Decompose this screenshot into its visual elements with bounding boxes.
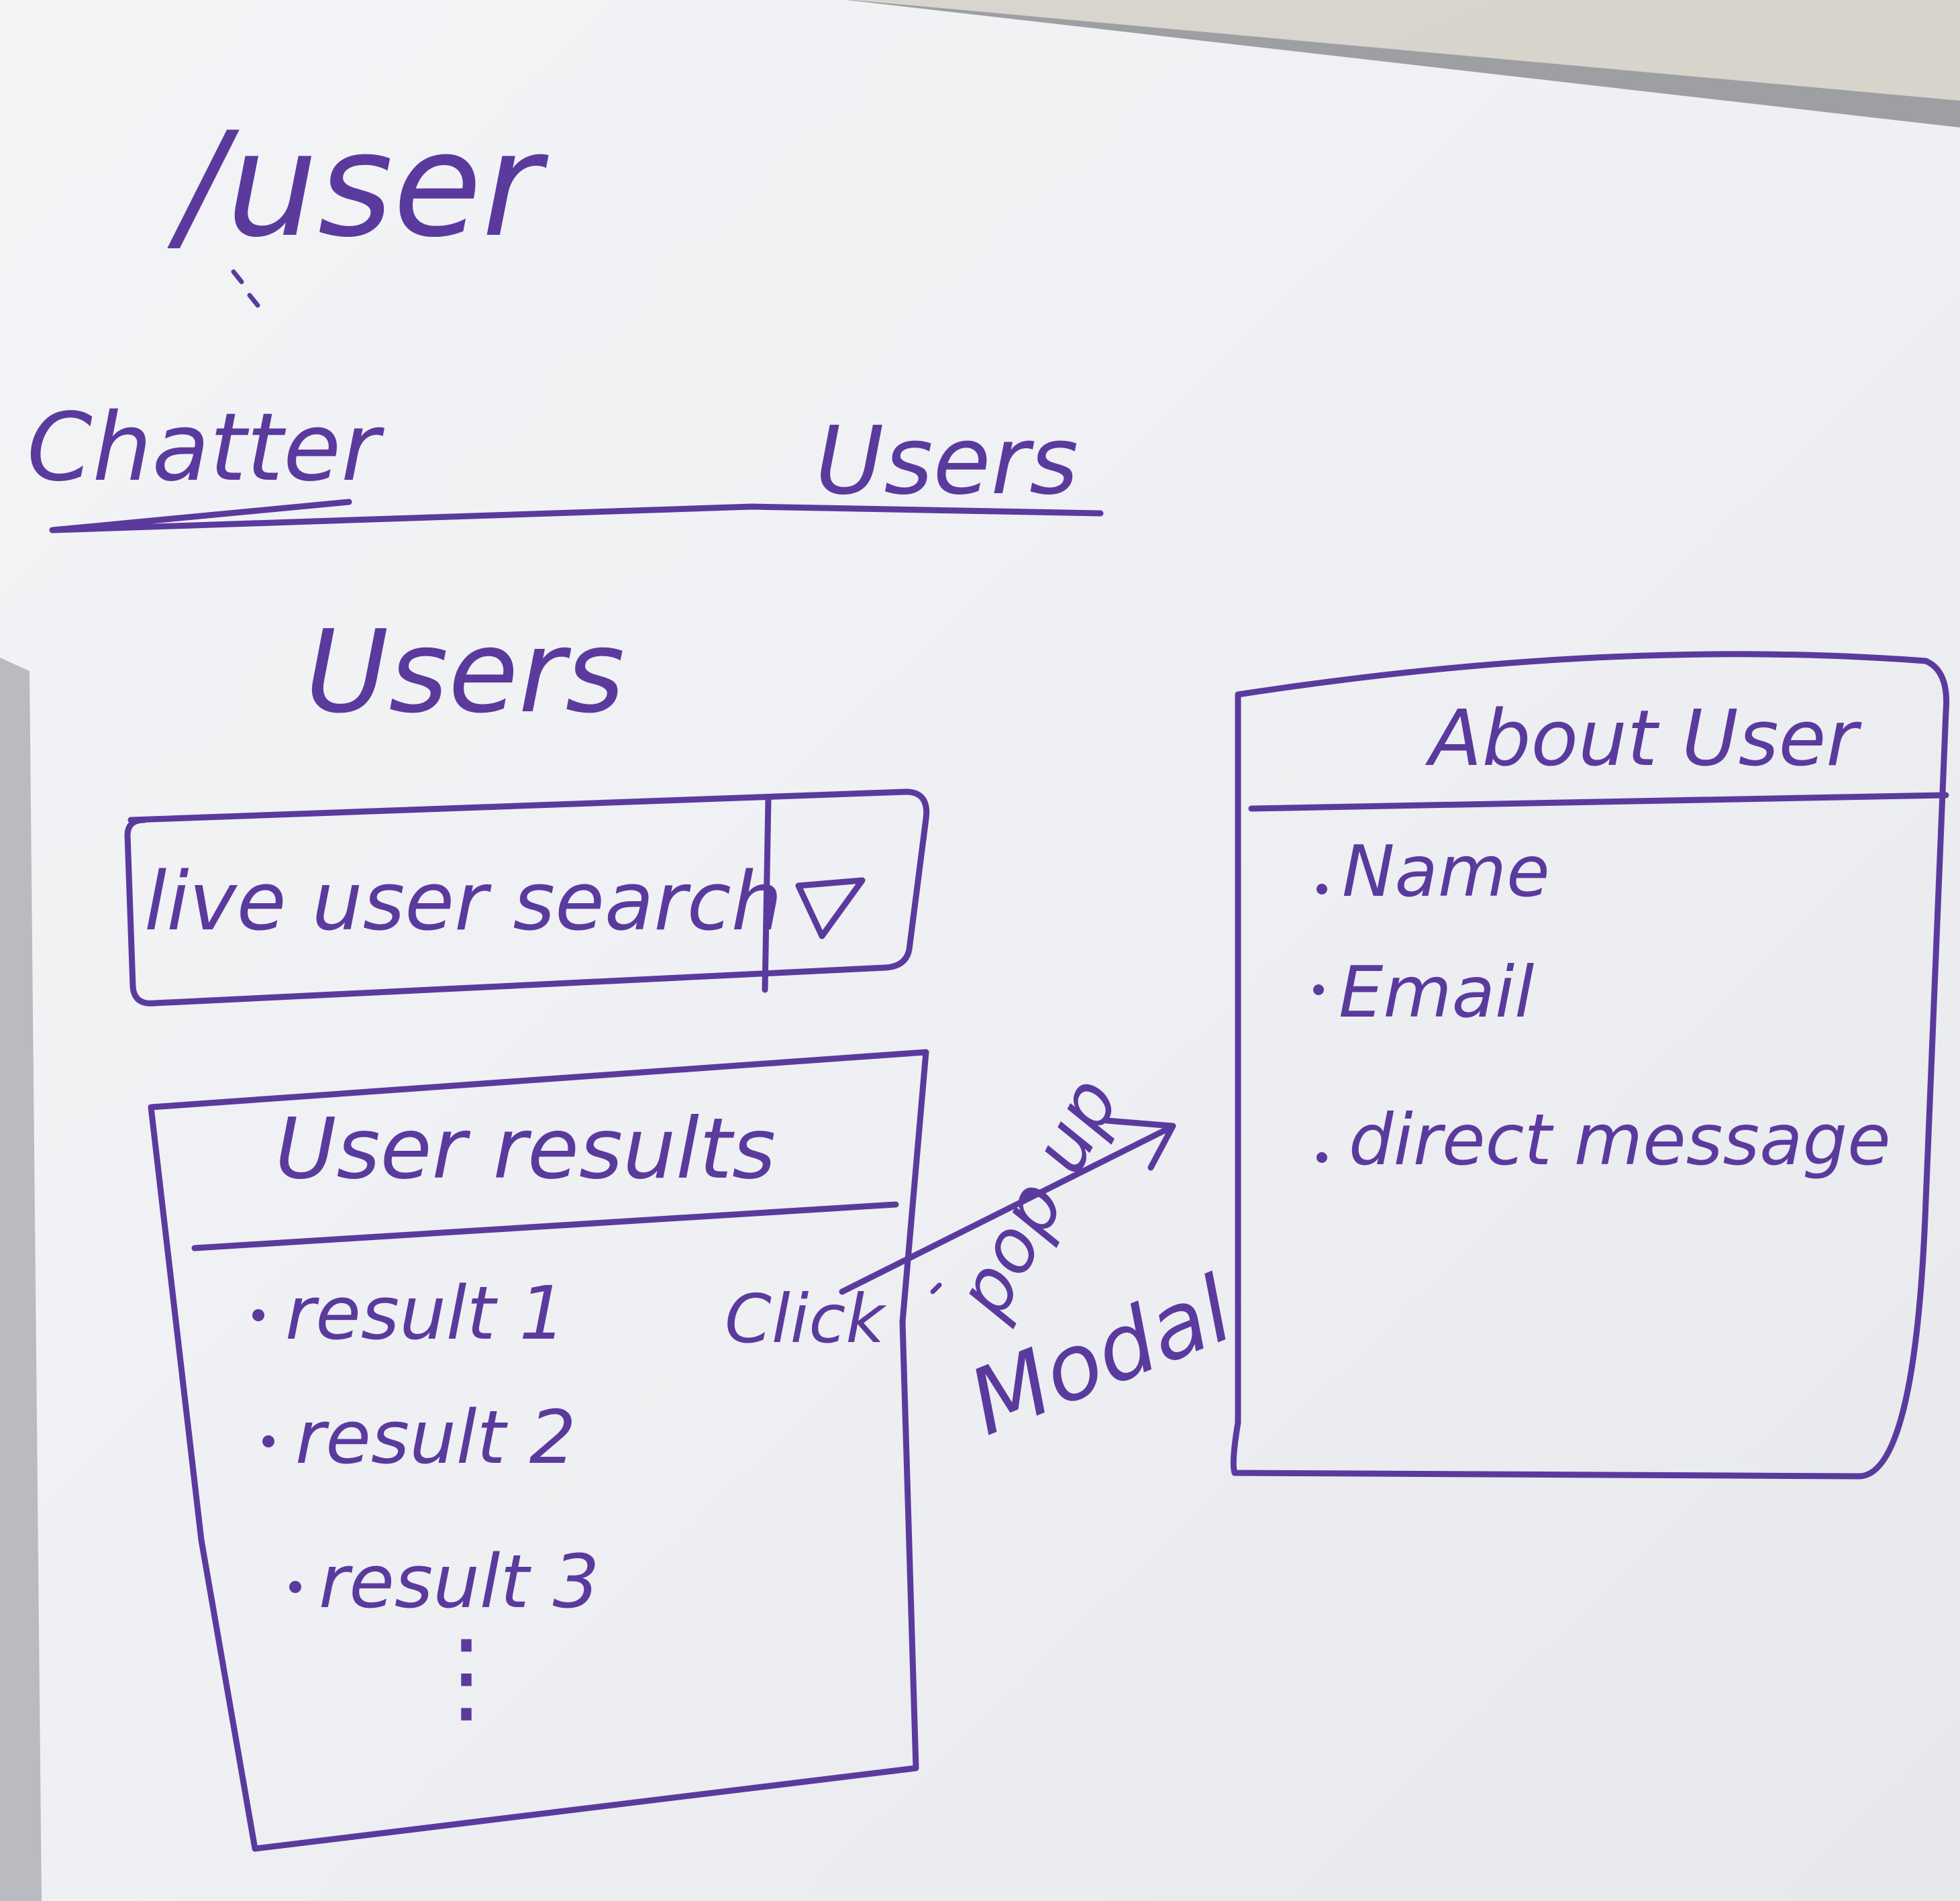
list-bullet xyxy=(1317,884,1327,894)
result-item-2[interactable]: result 2 xyxy=(295,1394,576,1480)
page-heading: Users xyxy=(305,606,625,739)
navbar-brand: Chatter xyxy=(27,393,384,503)
click-annotation: Click xyxy=(725,1280,887,1358)
search-placeholder: live user search xyxy=(144,856,782,949)
list-bullet xyxy=(1317,1152,1327,1163)
results-header-divider xyxy=(191,1201,899,1251)
triangle-down-icon[interactable] xyxy=(795,877,866,939)
list-bullet xyxy=(262,1435,274,1447)
modal-field-email: Email xyxy=(1339,952,1534,1033)
result-item-3[interactable]: result 3 xyxy=(319,1539,600,1625)
popup-annotation-line1: pop up xyxy=(939,1064,1135,1331)
modal-header-divider xyxy=(1248,792,1949,812)
about-user-modal xyxy=(1230,651,1950,1480)
stray-mark xyxy=(231,269,260,308)
results-title: User results xyxy=(275,1100,776,1198)
popup-arrow xyxy=(839,1117,1176,1295)
route-title: /user xyxy=(167,101,549,269)
list-bullet xyxy=(252,1309,264,1321)
whiteboard-left-edge xyxy=(0,658,42,1901)
stray-mark xyxy=(930,1282,942,1294)
search-input[interactable] xyxy=(124,788,930,1007)
navbar-link-users[interactable]: Users xyxy=(815,407,1078,516)
search-divider xyxy=(762,795,772,993)
results-more-indicator: ⋮ xyxy=(416,1619,517,1735)
results-panel xyxy=(148,1049,929,1852)
navbar-underline xyxy=(49,499,1104,533)
modal-title: About User xyxy=(1425,694,1862,784)
modal-field-name: Name xyxy=(1342,831,1550,913)
list-bullet xyxy=(1313,984,1324,995)
list-bullet xyxy=(289,1581,301,1593)
result-item-1[interactable]: result 1 xyxy=(285,1270,566,1356)
modal-field-direct-message[interactable]: direct message xyxy=(1349,1099,1891,1181)
